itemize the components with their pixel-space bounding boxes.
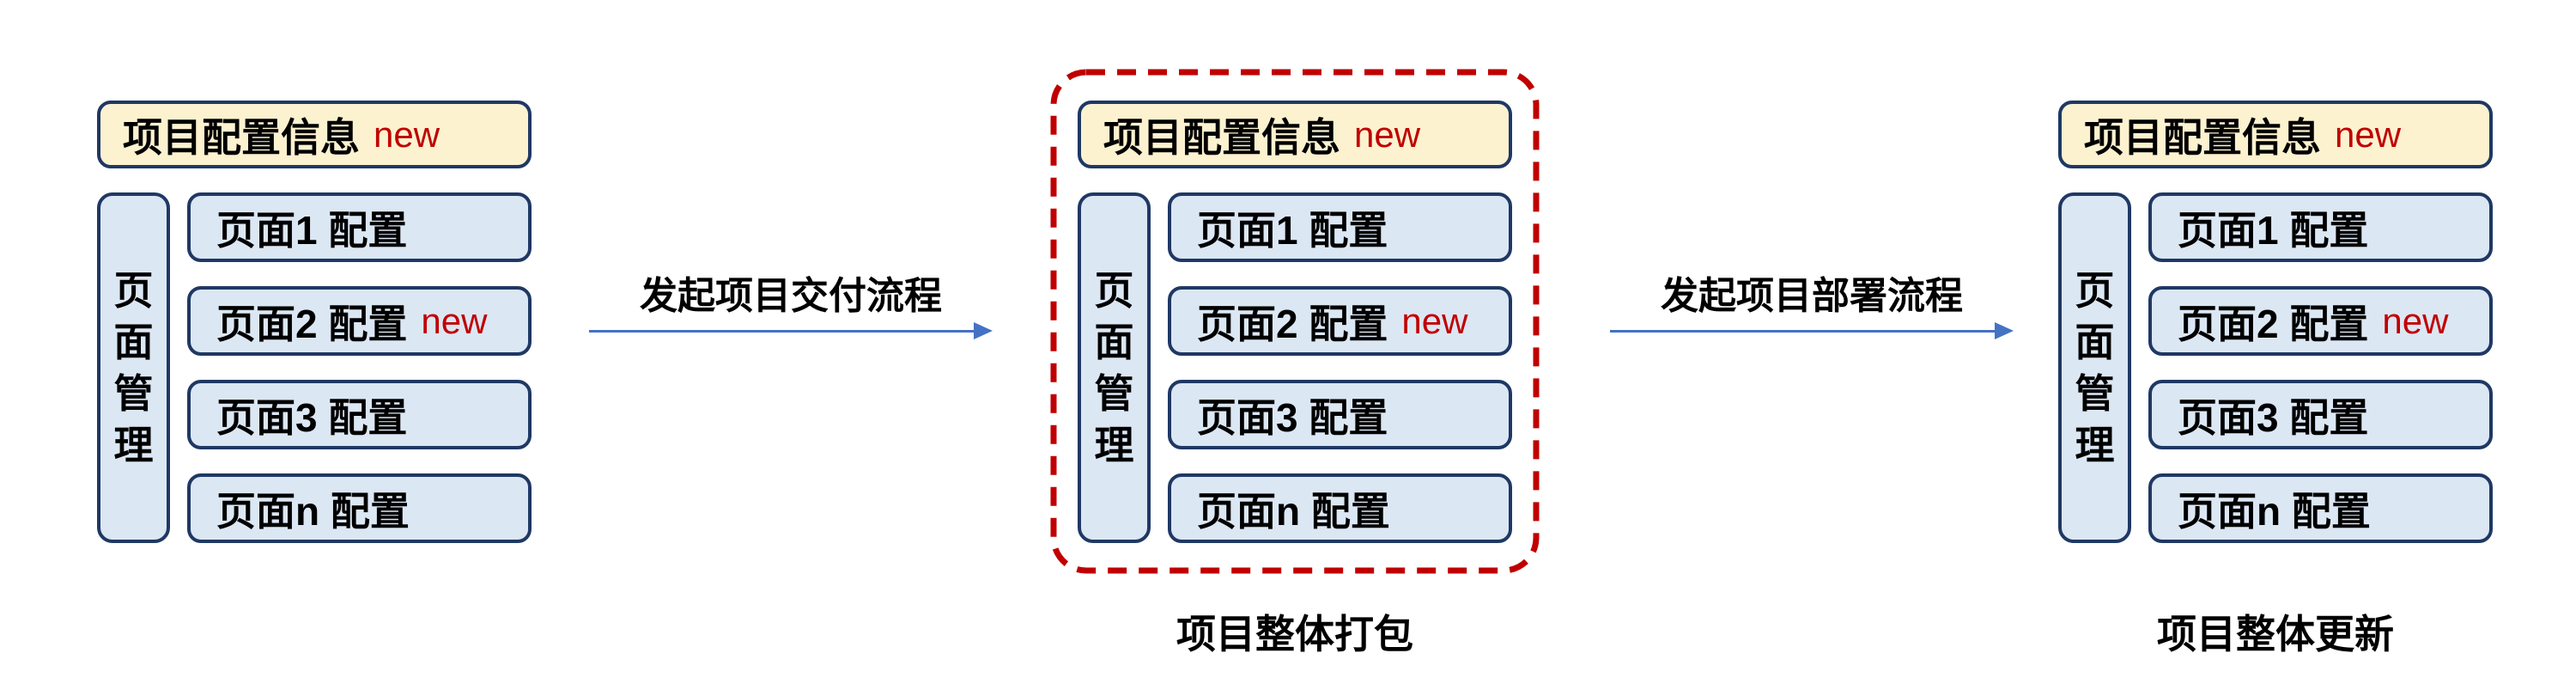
project-config-box: 项目配置信息 new — [1078, 101, 1512, 168]
new-badge: new — [1401, 300, 1468, 341]
page-config-label: 页面1 配置 — [216, 207, 408, 253]
page-config-box: 页面1 配置 — [187, 192, 532, 262]
page-config-box: 页面1 配置 — [1168, 192, 1512, 262]
page-management-label: 页面管理 — [113, 268, 154, 467]
page-config-box: 页面2 配置 new — [187, 286, 532, 356]
new-badge: new — [2335, 113, 2402, 155]
deploy-flow-arrow: 发起项目部署流程 — [1610, 275, 2014, 344]
page-management-label: 页面管理 — [1094, 268, 1134, 467]
page-config-label: 页面n 配置 — [1197, 488, 1390, 534]
page-config-box: 页面3 配置 — [1168, 380, 1512, 449]
project-group-packaged: 项目配置信息 new 页面管理 页面1 配置 页面2 配置 new 页面3 配置… — [1050, 69, 1540, 656]
page-config-box: 页面2 配置 new — [2148, 286, 2493, 356]
page-config-label: 页面3 配置 — [216, 394, 408, 440]
page-management-label: 页面管理 — [2075, 268, 2115, 467]
project-config-label: 项目配置信息 — [123, 114, 360, 160]
project-group-deployed: 项目配置信息 new 页面管理 页面1 配置 页面2 配置 new 页面3 配置… — [2058, 101, 2493, 656]
page-config-label: 页面n 配置 — [2178, 488, 2371, 534]
arrow-line — [589, 330, 974, 333]
new-badge: new — [421, 300, 488, 341]
deploy-flow-label: 发起项目部署流程 — [1661, 275, 1963, 317]
delivery-flow-label: 发起项目交付流程 — [640, 275, 942, 317]
page-config-box: 页面n 配置 — [1168, 473, 1512, 543]
page-config-label: 页面3 配置 — [2178, 394, 2369, 440]
page-config-label: 页面1 配置 — [2178, 207, 2369, 253]
delivery-flow-arrow: 发起项目交付流程 — [589, 275, 993, 344]
project-config-label: 项目配置信息 — [2084, 114, 2321, 160]
page-config-box: 页面1 配置 — [2148, 192, 2493, 262]
project-config-box: 项目配置信息 new — [2058, 101, 2493, 168]
page-config-box: 页面n 配置 — [187, 473, 532, 543]
page-config-box: 页面3 配置 — [187, 380, 532, 449]
page-config-label: 页面1 配置 — [1197, 207, 1388, 253]
page-config-label: 页面n 配置 — [216, 488, 410, 534]
page-config-label: 页面2 配置 — [216, 301, 408, 346]
page-config-box: 页面3 配置 — [2148, 380, 2493, 449]
page-config-box: 页面n 配置 — [2148, 473, 2493, 543]
new-badge: new — [1354, 113, 1421, 155]
update-caption: 项目整体更新 — [2157, 612, 2394, 656]
project-config-box: 项目配置信息 new — [97, 101, 532, 168]
page-config-label: 页面2 配置 — [2178, 301, 2369, 346]
new-badge: new — [374, 113, 440, 155]
page-config-label: 页面2 配置 — [1197, 301, 1388, 346]
arrow-line — [1610, 330, 1995, 333]
page-management-box: 页面管理 — [97, 192, 170, 543]
project-group-source: 项目配置信息 new 页面管理 页面1 配置 页面2 配置 new 页面3 配置… — [97, 101, 532, 625]
page-config-label: 页面3 配置 — [1197, 394, 1388, 440]
project-config-label: 项目配置信息 — [1103, 114, 1340, 160]
new-badge: new — [2382, 300, 2449, 341]
arrow-head-icon — [1995, 322, 2014, 339]
package-caption: 项目整体打包 — [1176, 612, 1413, 656]
page-management-box: 页面管理 — [2058, 192, 2131, 543]
page-config-box: 页面2 配置 new — [1168, 286, 1512, 356]
page-management-box: 页面管理 — [1078, 192, 1151, 543]
arrow-head-icon — [974, 322, 993, 339]
